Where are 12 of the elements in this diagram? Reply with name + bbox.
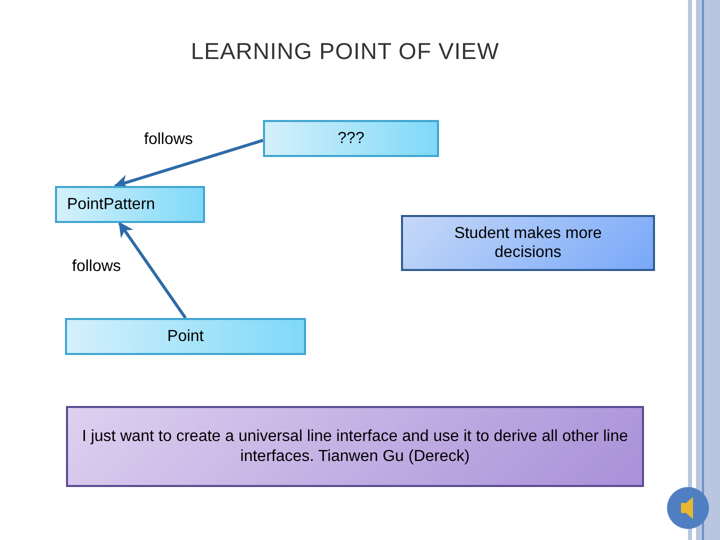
box-label: PointPattern xyxy=(67,194,156,214)
title: LEARNING POINT OF VIEW xyxy=(190,38,500,65)
box-label: ??? xyxy=(338,128,364,148)
arrow xyxy=(118,222,187,319)
box-label: Point xyxy=(167,326,204,346)
box-label: Student makes more decisions xyxy=(453,224,603,262)
quote-text: I just want to create a universal line interface and use it to derive all other line interfaces. Tianwen Gu (Dereck) xyxy=(80,427,630,466)
quote-box xyxy=(66,406,644,487)
process-box xyxy=(263,120,439,157)
process-box xyxy=(401,215,655,271)
process-box xyxy=(65,318,306,355)
process-box xyxy=(55,186,205,223)
